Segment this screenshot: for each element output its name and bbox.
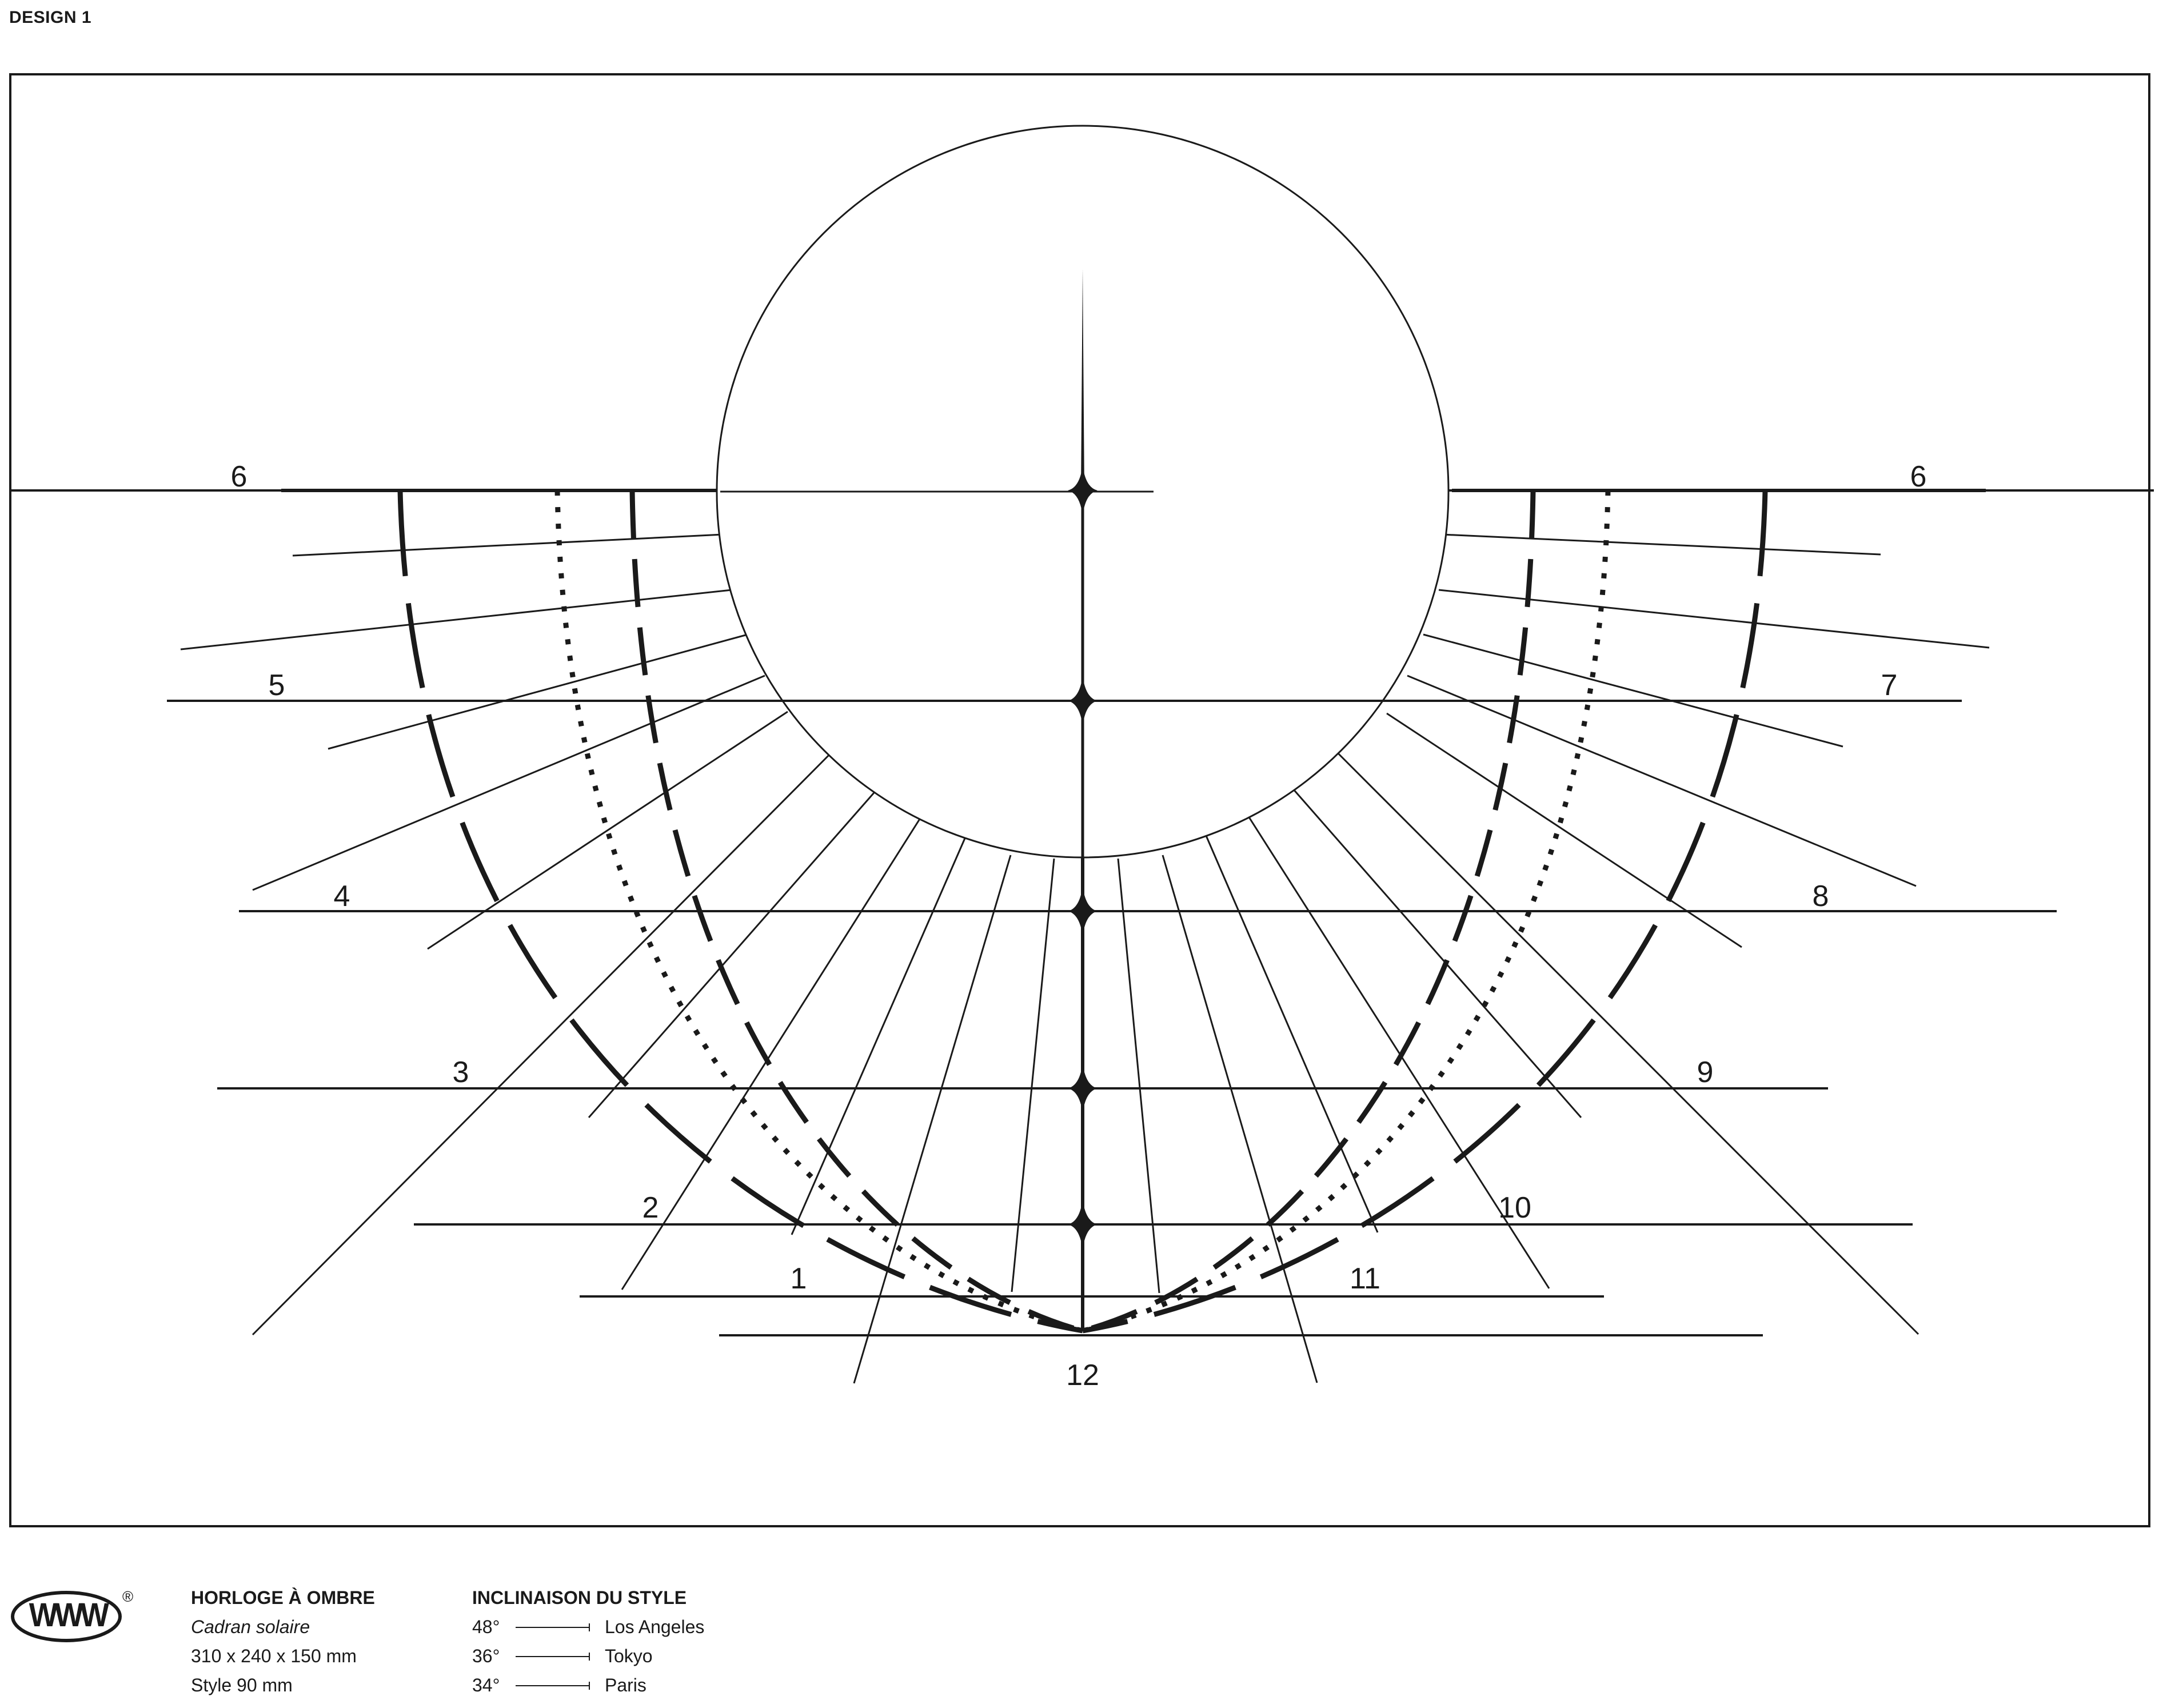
star-marker-icon bbox=[1068, 1063, 1098, 1114]
dashed-curve-right bbox=[1082, 490, 1536, 1334]
hour-labels: 6 6 5 7 4 8 3 9 2 10 1 11 12 bbox=[231, 460, 1927, 1392]
gnomon-circle-group bbox=[716, 125, 1450, 1250]
inclination-row: 48° Los Angeles bbox=[472, 1613, 704, 1642]
hour-label-2: 2 bbox=[642, 1191, 659, 1224]
dial-frame bbox=[9, 73, 2150, 1527]
hour-line bbox=[1438, 589, 1990, 649]
hour-line bbox=[1162, 855, 1318, 1383]
hour-line bbox=[853, 855, 1012, 1384]
inclination-angle: 36° bbox=[472, 1646, 500, 1666]
product-title: HORLOGE À OMBRE bbox=[191, 1587, 375, 1608]
hour-label-5: 5 bbox=[269, 669, 285, 702]
inclination-row: 34° Paris bbox=[472, 1671, 704, 1700]
dotted-curve-right bbox=[1082, 490, 1611, 1334]
inclination-row: 36° Tokyo bbox=[472, 1642, 704, 1671]
hour-line bbox=[1292, 788, 1582, 1118]
logo-oval-icon bbox=[11, 1591, 122, 1642]
hour-line bbox=[1407, 675, 1917, 887]
inclination-city: Los Angeles bbox=[605, 1617, 705, 1637]
product-style: Style 90 mm bbox=[191, 1675, 293, 1695]
hour-label-right-6: 6 bbox=[1910, 460, 1927, 493]
inclination-arrow-icon bbox=[516, 1652, 590, 1661]
hour-label-11: 11 bbox=[1350, 1262, 1380, 1295]
inclination-city: Tokyo bbox=[605, 1646, 653, 1666]
star-marker-icon bbox=[1068, 465, 1098, 516]
star-marker-icon bbox=[1068, 675, 1098, 727]
hour-line bbox=[292, 533, 724, 557]
star-marker-icon bbox=[1068, 1199, 1098, 1250]
hour-line bbox=[252, 675, 765, 891]
hour-line bbox=[1335, 751, 1919, 1335]
hour-label-10: 10 bbox=[1498, 1191, 1531, 1224]
inclination-angle: 48° bbox=[472, 1617, 500, 1637]
inclination-arrow-icon bbox=[516, 1681, 590, 1690]
hour-label-9: 9 bbox=[1697, 1056, 1714, 1089]
inclination-angle: 34° bbox=[472, 1675, 500, 1695]
hour-line bbox=[1423, 633, 1843, 748]
star-marker-icon bbox=[1068, 885, 1098, 937]
sundial-diagram: 6 6 5 7 4 8 3 9 2 10 1 11 12 bbox=[9, 125, 2154, 1392]
hour-label-4: 4 bbox=[334, 880, 350, 913]
hour-line bbox=[588, 788, 879, 1118]
inclination-info: INCLINAISON DU STYLE 48° Los Angeles 36°… bbox=[472, 1583, 704, 1700]
inclination-arrow-icon bbox=[516, 1623, 590, 1631]
hour-line bbox=[180, 589, 732, 651]
hour-line bbox=[1205, 835, 1379, 1233]
registered-mark: ® bbox=[122, 1588, 134, 1605]
product-subtitle: Cadran solaire bbox=[191, 1617, 310, 1637]
hour-line bbox=[252, 749, 835, 1336]
hour-line bbox=[1117, 858, 1160, 1294]
product-info: HORLOGE À OMBRE Cadran solaire 310 x 240… bbox=[191, 1583, 375, 1700]
hour-label-3: 3 bbox=[453, 1056, 469, 1089]
inclination-title: INCLINAISON DU STYLE bbox=[472, 1587, 687, 1608]
hour-line bbox=[1386, 712, 1742, 948]
product-dimensions: 310 x 240 x 150 mm bbox=[191, 1646, 357, 1666]
hour-label-1: 1 bbox=[791, 1262, 807, 1295]
hour-line bbox=[1011, 858, 1055, 1292]
declination-curves bbox=[397, 490, 1768, 1334]
hour-label-12: 12 bbox=[1066, 1359, 1099, 1392]
dotted-curve-left bbox=[554, 490, 1084, 1334]
design-label: DESIGN 1 bbox=[9, 8, 92, 27]
hour-label-7: 7 bbox=[1881, 669, 1898, 702]
hour-line bbox=[791, 835, 967, 1235]
hour-lines bbox=[9, 269, 2154, 1384]
hour-line bbox=[621, 816, 923, 1290]
hour-line bbox=[427, 711, 788, 950]
inclination-city: Paris bbox=[605, 1675, 646, 1695]
outer-curve-left bbox=[397, 490, 1083, 1334]
hour-label-left-6: 6 bbox=[231, 460, 248, 493]
hour-line bbox=[1247, 816, 1550, 1289]
www-logo: WWW ® bbox=[9, 1588, 135, 1645]
hour-label-8: 8 bbox=[1813, 880, 1829, 913]
hour-line bbox=[328, 633, 748, 750]
gnomon-style bbox=[1081, 269, 1084, 492]
hour-line bbox=[1442, 533, 1881, 556]
outer-curve-right bbox=[1082, 490, 1768, 1334]
dashed-curve-left bbox=[629, 490, 1084, 1334]
logo-text: WWW bbox=[29, 1597, 109, 1634]
